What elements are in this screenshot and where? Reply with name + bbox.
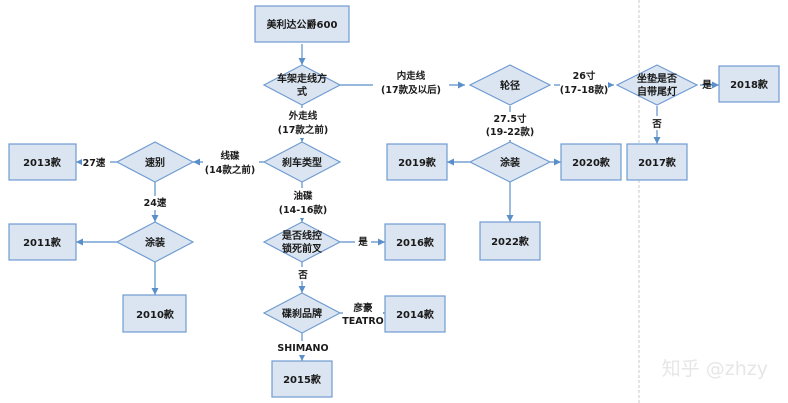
node-speed xyxy=(115,141,195,183)
node-2013 xyxy=(8,143,77,181)
edge-label-external-1: 外走线 xyxy=(288,110,318,122)
node-label-brake: 刹车类型 xyxy=(282,156,322,169)
edge-label-speed27: 27速 xyxy=(83,157,106,169)
node-2019 xyxy=(386,143,448,181)
node-label-2013: 2013款 xyxy=(23,156,62,169)
node-2014 xyxy=(384,295,446,333)
node-2010 xyxy=(122,294,187,333)
edge-label-wheel26-1: 26寸 xyxy=(573,70,596,82)
node-routing xyxy=(262,64,342,106)
node-brake xyxy=(262,141,342,183)
edge-label-wheel275-2: (19-22款) xyxy=(486,126,535,138)
node-label-paint-b: 涂装 xyxy=(145,236,165,249)
node-label-2022: 2022款 xyxy=(491,235,530,248)
edge-label-internal-2: (17款及以后) xyxy=(381,84,441,96)
node-2017 xyxy=(626,143,688,181)
node-label-routing-1: 车架走线方 xyxy=(277,72,327,85)
edge-label-hydraulic-2: (14-16款) xyxy=(279,204,328,216)
edge-label-tektro-2: TEATRO xyxy=(342,316,383,327)
edge-label-mechanical-1: 线碟 xyxy=(220,150,240,162)
node-label-wheel: 轮径 xyxy=(500,79,520,92)
edge-label-hydraulic-1: 油碟 xyxy=(293,190,313,202)
edge-label-speed24: 24速 xyxy=(144,197,167,209)
node-2018 xyxy=(718,65,780,103)
node-label-caliper: 碟刹品牌 xyxy=(282,307,322,320)
edge-label-lockout-yes: 是 xyxy=(357,236,368,248)
node-start xyxy=(254,5,350,43)
edge-label-seat-yes: 是 xyxy=(701,79,712,91)
node-label-2017: 2017款 xyxy=(638,156,677,169)
node-label-2015: 2015款 xyxy=(283,373,322,386)
node-label-seat-2: 自带尾灯 xyxy=(637,85,677,98)
node-paint-b xyxy=(115,221,195,263)
edge-label-tektro-1: 彦豪 xyxy=(353,302,373,314)
edge-label-shimano: SHIMANO xyxy=(277,343,328,354)
node-2011 xyxy=(8,223,77,261)
edge-label-wheel26-2: (17-18款) xyxy=(560,84,609,96)
edge-label-mechanical-2: (14款之前) xyxy=(205,164,255,176)
node-label-2018: 2018款 xyxy=(730,78,769,91)
node-label-2019: 2019款 xyxy=(398,156,437,169)
node-label-2014: 2014款 xyxy=(396,308,435,321)
node-label-paint-a: 涂装 xyxy=(500,156,520,169)
node-label-start: 美利达公爵600 xyxy=(267,18,338,31)
nodes xyxy=(8,5,780,398)
node-label-2020: 2020款 xyxy=(572,156,611,169)
node-label-2010: 2010款 xyxy=(136,308,175,321)
watermark: 知乎 @zhzy xyxy=(662,358,768,380)
edge-label-seat-no: 否 xyxy=(651,119,662,130)
node-wheel xyxy=(468,64,552,106)
node-label-routing-2: 式 xyxy=(297,85,307,98)
node-label-lockout-1: 是否线控 xyxy=(281,229,322,242)
node-paint-a xyxy=(468,141,552,183)
edge-label-wheel275-1: 27.5寸 xyxy=(494,113,527,125)
edge-labels: 内走线 (17款及以后) 26寸 (17-18款) 是 否 27.5寸 (19-… xyxy=(82,68,712,355)
node-2016 xyxy=(384,223,446,261)
edge-label-external-2: (17款之前) xyxy=(278,124,328,136)
node-seat xyxy=(615,64,699,106)
node-2022 xyxy=(479,221,541,261)
node-2015 xyxy=(271,360,333,398)
node-label-2016: 2016款 xyxy=(396,236,435,249)
node-lockout xyxy=(262,221,342,263)
node-label-lockout-2: 锁死前叉 xyxy=(282,242,323,255)
edge-label-lockout-no: 否 xyxy=(297,270,308,281)
node-2020 xyxy=(560,143,622,181)
node-label-2011: 2011款 xyxy=(23,236,62,249)
node-caliper xyxy=(262,292,342,334)
node-labels: 美利达公爵600 车架走线方 式 轮径 坐垫是否 自带尾灯 2018款 2017… xyxy=(23,18,769,386)
node-label-seat-1: 坐垫是否 xyxy=(637,72,677,85)
edge-label-internal-1: 内走线 xyxy=(397,70,426,82)
node-label-speed: 速别 xyxy=(145,156,165,169)
